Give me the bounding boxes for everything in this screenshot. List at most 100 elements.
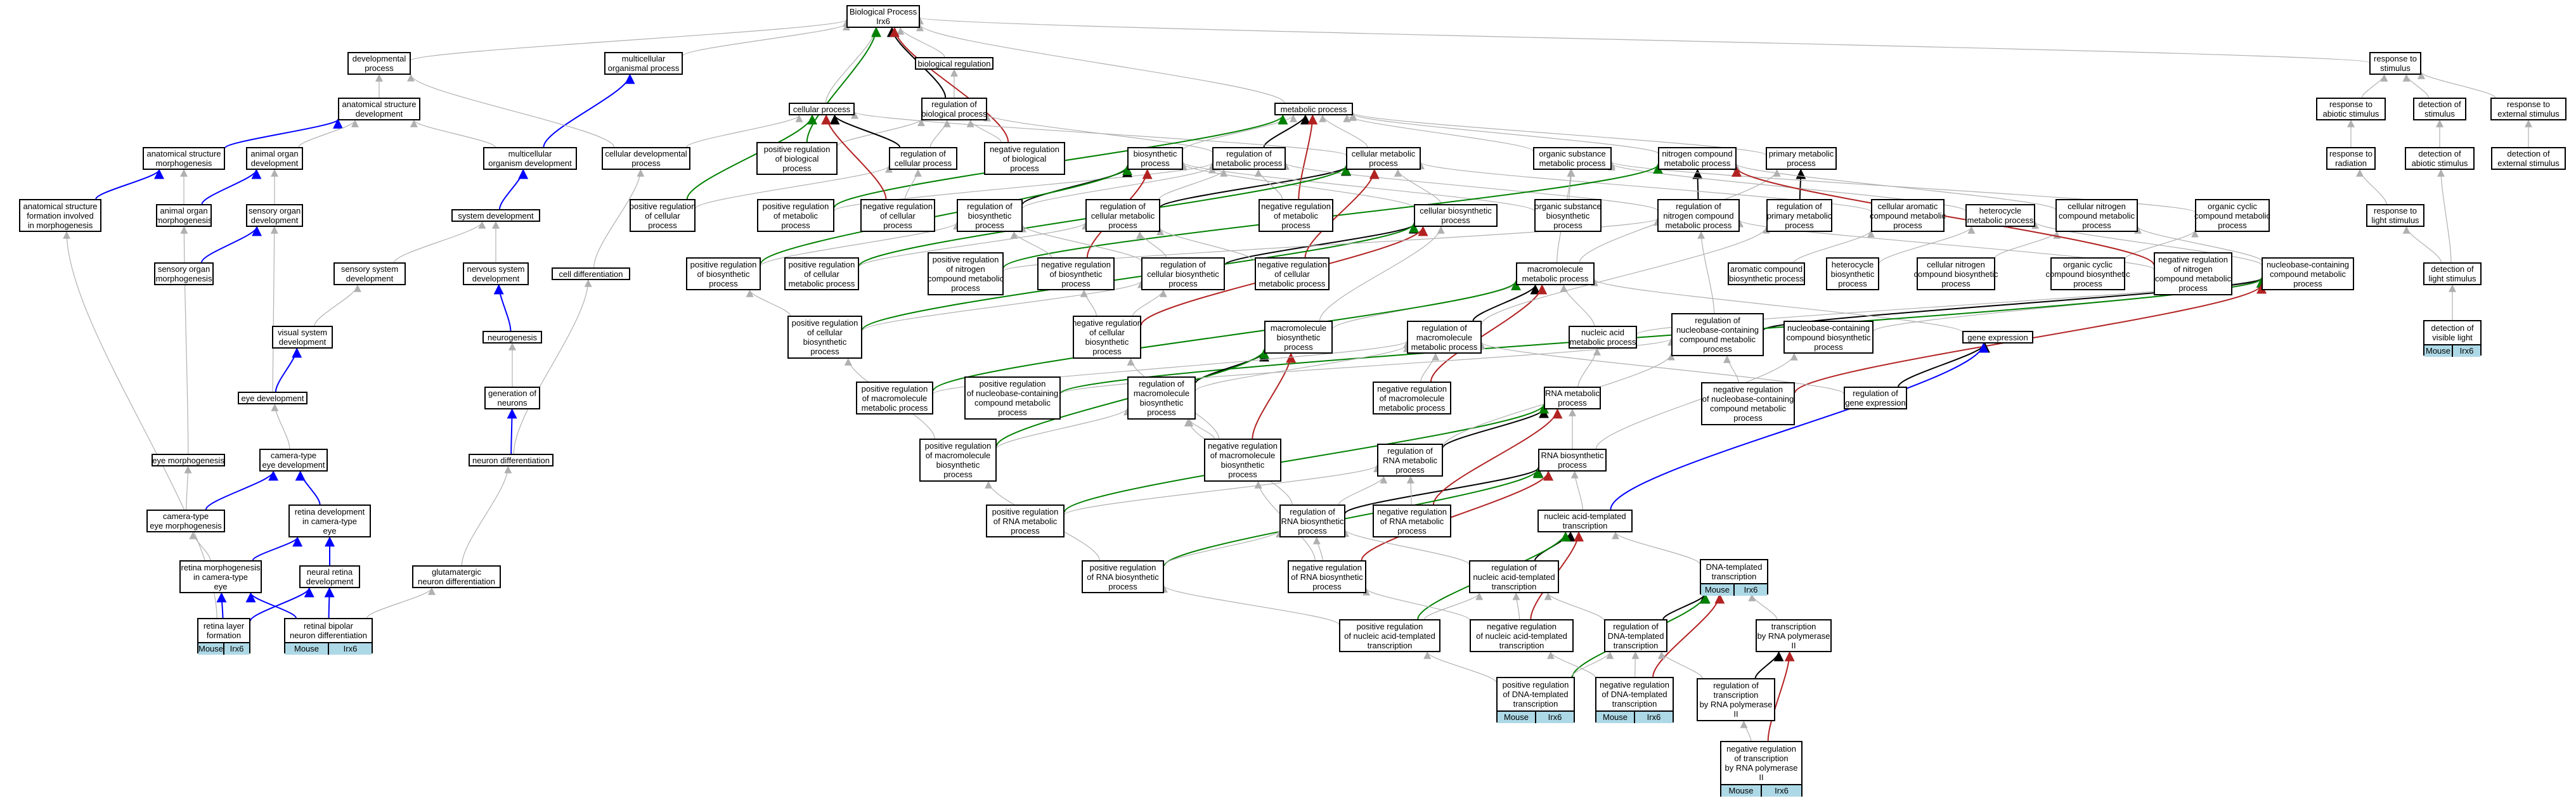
go-term-eyemorph[interactable]: eye morphogenesis (152, 454, 225, 466)
go-term-neurdiff[interactable]: neuron differentiation (469, 454, 553, 466)
go-term-cellproc[interactable]: cellular process (789, 103, 855, 115)
go-term-bioreg[interactable]: biological regulation (915, 57, 994, 70)
go-term-neurogen[interactable]: neurogenesis (482, 331, 542, 344)
go-term-geneexp[interactable]: gene expression (1962, 331, 2033, 344)
go-term-celldiff[interactable]: cell differentiation (552, 267, 630, 280)
go-term-sysdev[interactable]: system development (451, 209, 540, 222)
go-term-metab[interactable]: metabolic process (1274, 103, 1353, 115)
